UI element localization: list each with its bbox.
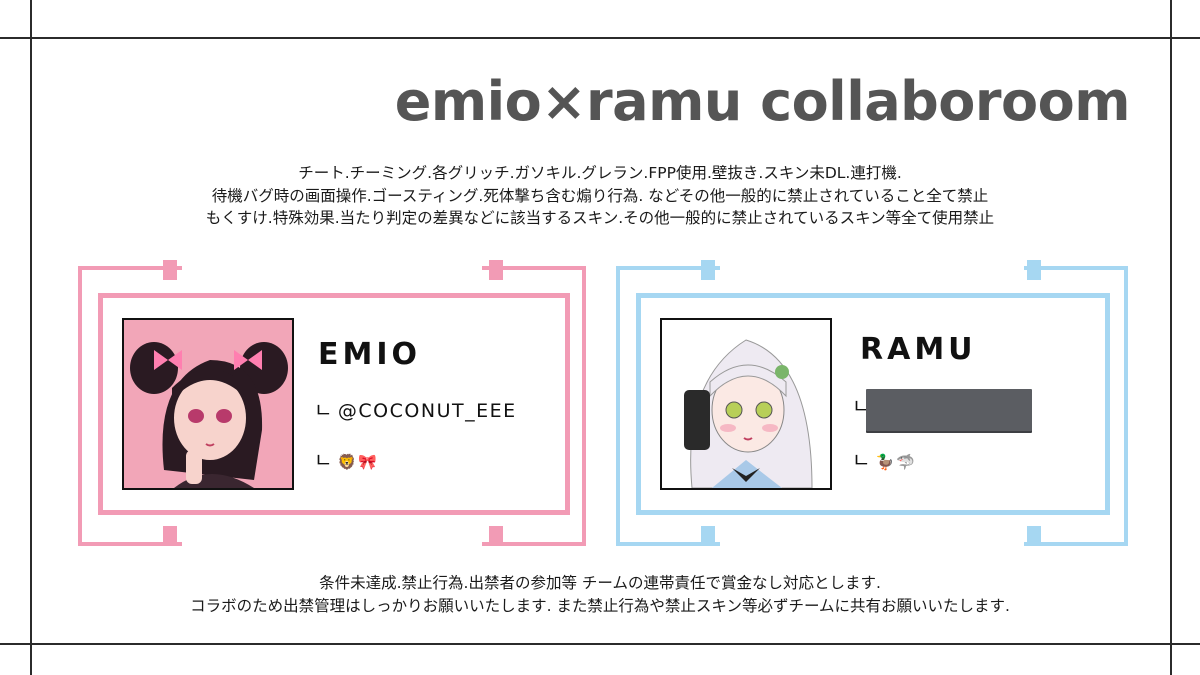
player-name: EMIO [318, 337, 422, 372]
corner-mark: ㄴ [852, 448, 872, 472]
avatar-illustration [662, 320, 830, 488]
frame-line-left [30, 0, 32, 675]
player-handle-row: ㄴ [852, 390, 876, 419]
player-handle: @COCONUT_EEE [337, 400, 517, 422]
bracket-tab [489, 526, 503, 546]
bracket-tab [489, 260, 503, 280]
rules-line: もくすけ.特殊効果.当たり判定の差異などに該当するスキン.その他一般的に禁止され… [205, 209, 995, 227]
bracket-tab [701, 260, 715, 280]
frame-line-top [0, 37, 1200, 39]
footer-line: 条件未達成.禁止行為.出禁者の参加等 チームの連帯責任で賞金なし対応とします. [319, 574, 881, 592]
player-emoji-row: ㄴ🦆🦈 [852, 444, 916, 473]
player-emoji-row: ㄴ🦁🎀 [314, 444, 378, 473]
bracket-tab [701, 526, 715, 546]
bracket-tab [163, 260, 177, 280]
frame-line-right [1170, 0, 1172, 675]
player-emojis: 🦆🦈 [875, 453, 917, 471]
player-handle-row: ㄴ@COCONUT_EEE [314, 394, 517, 423]
rules-line: 待機バグ時の画面操作.ゴースティング.死体撃ち含む煽り行為. などその他一般的に… [211, 186, 989, 205]
avatar-ramu [660, 318, 832, 490]
card-inner-frame [98, 293, 570, 515]
avatar-illustration [124, 320, 292, 488]
rules-line: チート.チーミング.各グリッチ.ガソキル.グレラン.FPP使用.壁抜き.スキン未… [298, 164, 902, 182]
page-title: emio×ramu collaboroom [394, 70, 1131, 133]
avatar-emio [122, 318, 294, 490]
footer-text: 条件未達成.禁止行為.出禁者の参加等 チームの連帯責任で賞金なし対応とします. … [100, 572, 1100, 618]
bracket-tab [1027, 260, 1041, 280]
redaction-bar [866, 389, 1032, 431]
bracket-tab [163, 526, 177, 546]
bracket-tab [1027, 526, 1041, 546]
corner-mark: ㄴ [314, 398, 334, 422]
frame-line-bottom [0, 643, 1200, 645]
corner-mark: ㄴ [852, 394, 872, 418]
footer-line: コラボのため出禁管理はしっかりお願いいたします. また禁止行為や禁止スキン等必ず… [190, 597, 1010, 615]
corner-mark: ㄴ [314, 448, 334, 472]
rules-text: チート.チーミング.各グリッチ.ガソキル.グレラン.FPP使用.壁抜き.スキン未… [130, 162, 1070, 230]
player-emojis: 🦁🎀 [337, 453, 379, 471]
card-inner-frame [636, 293, 1110, 515]
player-name: RAMU [860, 332, 977, 367]
